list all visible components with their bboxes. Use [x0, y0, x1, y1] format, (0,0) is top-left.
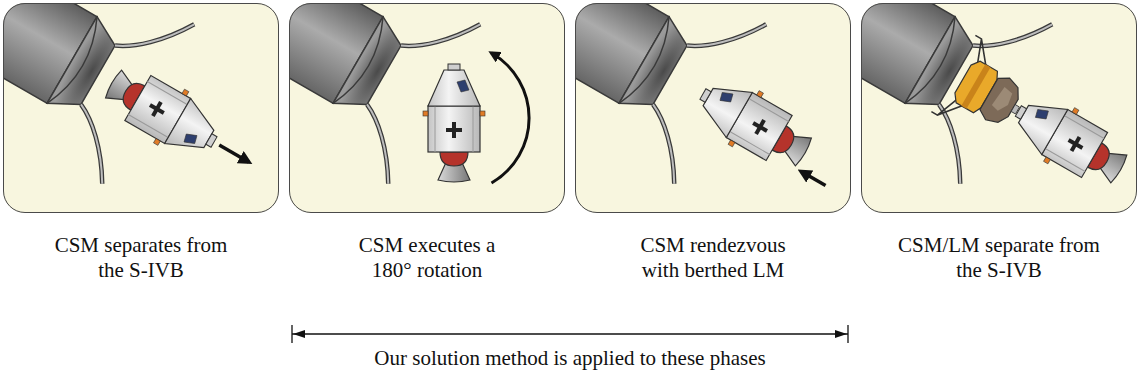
phase-caption: CSM separates from the S-IVB	[46, 233, 236, 283]
csm-spacecraft	[1003, 84, 1136, 197]
panel-art-part	[575, 3, 850, 197]
phase-panel: CSM executes a 180° rotation	[289, 3, 565, 213]
phase-panel: CSM/LM separate from the S-IVB	[861, 3, 1137, 213]
phase-caption: CSM executes a 180° rotation	[347, 233, 507, 283]
bracket-label: Our solution method is applied to these …	[374, 346, 765, 371]
panel-art-part-part	[687, 67, 850, 197]
panel-art-part-part	[931, 35, 1137, 208]
panel-art	[624, 0, 1140, 213]
motion-arrow	[801, 172, 825, 186]
csm-spacecraft	[687, 67, 820, 180]
phase-caption: CSM rendezvous with berthed LM	[631, 233, 796, 283]
phase-bracket-part	[835, 330, 847, 338]
panel-art	[0, 0, 279, 213]
phase-bracket-part	[847, 325, 848, 343]
phase-panel: CSM separates from the S-IVB	[3, 3, 279, 213]
panel-art-part	[3, 3, 264, 189]
phase-bracket-part	[293, 330, 305, 338]
csm-spacecraft	[96, 56, 229, 169]
csm-spacecraft	[423, 64, 485, 182]
motion-arrow	[219, 145, 248, 162]
phase-bracket-part	[291, 325, 292, 343]
phase-caption: CSM/LM separate from the S-IVB	[892, 233, 1107, 283]
phase-bracket-part	[292, 333, 848, 334]
lunar-module	[931, 35, 1039, 148]
phase-bracket	[292, 325, 848, 343]
panel-art	[52, 0, 565, 213]
panel-art-part-part	[96, 56, 264, 189]
panel-art	[338, 0, 851, 213]
s-ivb-stage	[861, 3, 1052, 184]
panel-art-part	[861, 3, 1137, 208]
panel-art-part	[289, 3, 529, 184]
rotation-arrow	[492, 53, 530, 183]
phase-panel: CSM rendezvous with berthed LM	[575, 3, 851, 213]
